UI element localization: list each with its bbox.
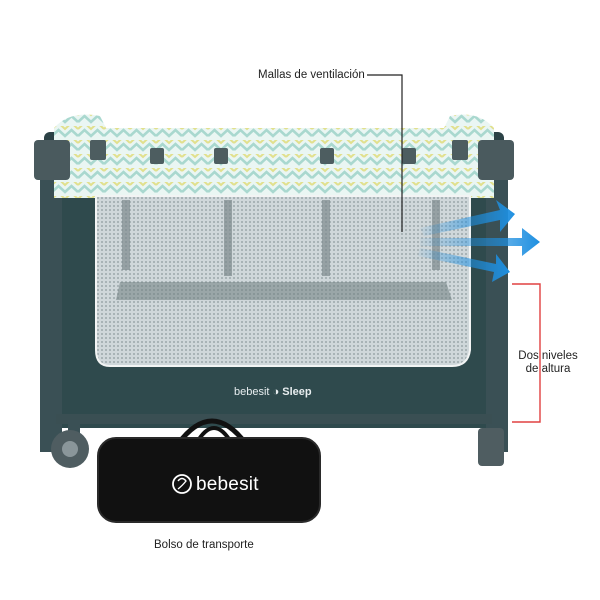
arrow-icon — [420, 200, 515, 236]
canopy-left-roll — [54, 114, 108, 132]
bebesit-logo-icon — [172, 474, 192, 494]
carry-bag — [97, 418, 321, 523]
left-post — [40, 142, 62, 452]
inner-straps — [122, 200, 440, 276]
canopy-right-roll — [442, 114, 494, 132]
canopy-clips — [90, 140, 468, 164]
inner-mattress — [116, 282, 452, 300]
arrow-icon — [418, 248, 510, 282]
ventilation-leader-line — [367, 74, 403, 232]
crib-product-name: Sleep — [282, 386, 312, 398]
crib-brand-label: bebesit ◑ Sleep — [234, 386, 312, 398]
arrow-icon — [420, 228, 540, 256]
canopy-bassinet — [54, 128, 494, 198]
airflow-arrows — [418, 200, 540, 282]
crib-brand-name: bebesit — [234, 386, 270, 398]
bag-body — [98, 438, 320, 522]
height-levels-label: Dos niveles de altura — [508, 350, 588, 376]
height-bracket — [512, 283, 541, 423]
height-label-line-2: de altura — [525, 363, 571, 376]
bottom-bar — [56, 414, 492, 424]
bag-handle — [175, 418, 249, 446]
crib — [34, 114, 514, 468]
ventilation-mesh — [95, 195, 471, 367]
bag-brand-label: bebesit — [196, 474, 259, 495]
crib-sleep-icon: ◑ — [272, 386, 280, 398]
height-label-line-1: Dos niveles — [518, 350, 578, 362]
right-corner-cap — [478, 140, 514, 180]
right-foot — [478, 428, 504, 466]
left-corner-cap — [34, 140, 70, 180]
carry-bag-label: Bolso de transporte — [154, 539, 254, 551]
ventilation-label: Mallas de ventilación — [258, 69, 365, 81]
